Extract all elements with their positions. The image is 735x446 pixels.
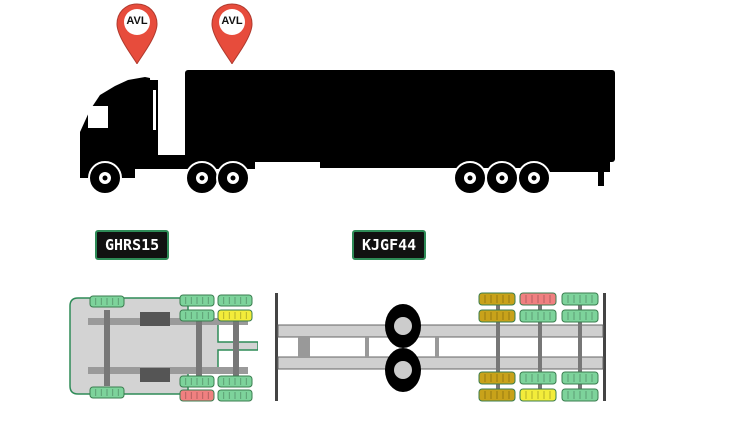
tire-drive1-left-outer[interactable]: [179, 294, 215, 307]
tire-drive1-right-outer[interactable]: [179, 389, 215, 402]
tire-axle1-left-inner[interactable]: [478, 309, 516, 323]
tire-drive2-left-inner[interactable]: [217, 309, 253, 322]
tire-axle1-right-outer[interactable]: [478, 388, 516, 402]
tire-axle3-left-inner[interactable]: [561, 309, 599, 323]
map-pin-icon: [116, 3, 158, 65]
trailer-plate[interactable]: KJGF44: [352, 230, 427, 260]
tire-axle1-left-outer[interactable]: [478, 292, 516, 306]
map-pin-icon: [211, 3, 253, 65]
tire-axle2-right-inner[interactable]: [519, 371, 557, 385]
trailer-chassis-diagram: [275, 292, 606, 402]
tire-axle1-right-inner[interactable]: [478, 371, 516, 385]
tire-drive2-right-outer[interactable]: [217, 389, 253, 402]
tire-drive1-right-inner[interactable]: [179, 375, 215, 388]
tire-drive2-left-outer[interactable]: [217, 294, 253, 307]
avl-marker-label: AVL: [126, 15, 148, 27]
avl-marker-label: AVL: [221, 15, 243, 27]
tractor-plate[interactable]: GHRS15: [95, 230, 170, 260]
tire-axle2-left-outer[interactable]: [519, 292, 557, 306]
tire-axle3-left-outer[interactable]: [561, 292, 599, 306]
tire-axle3-right-inner[interactable]: [561, 371, 599, 385]
tire-axle2-left-inner[interactable]: [519, 309, 557, 323]
tire-axle3-right-outer[interactable]: [561, 388, 599, 402]
avl-marker-trailer[interactable]: AVL: [210, 2, 254, 66]
tire-drive2-right-inner[interactable]: [217, 375, 253, 388]
tractor-chassis-diagram: [69, 294, 258, 402]
truck-silhouette: [80, 70, 615, 195]
tire-steer-right[interactable]: [89, 386, 125, 399]
tire-steer-left[interactable]: [89, 295, 125, 308]
tire-axle2-right-outer[interactable]: [519, 388, 557, 402]
tire-drive1-left-inner[interactable]: [179, 309, 215, 322]
avl-marker-tractor[interactable]: AVL: [115, 2, 159, 66]
